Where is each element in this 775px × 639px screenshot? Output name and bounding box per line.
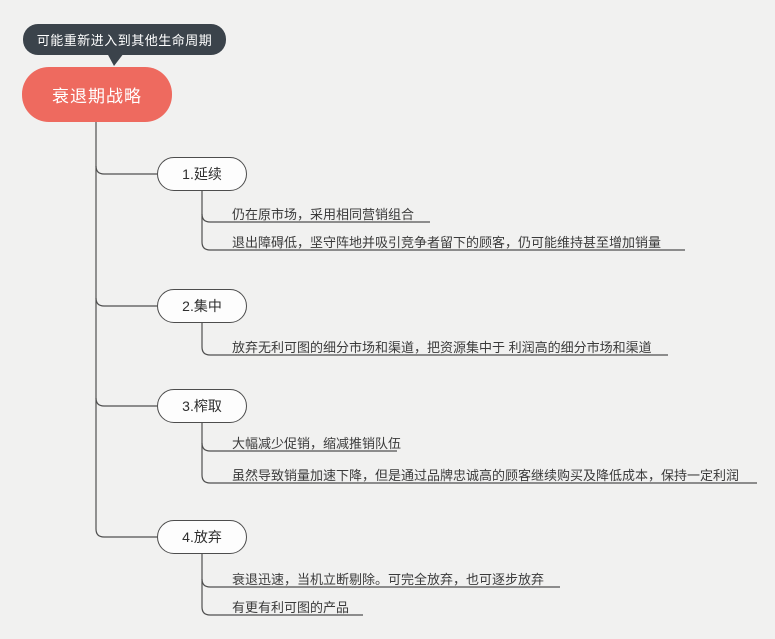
subtopic-4-2[interactable]: 有更有利可图的产品	[232, 600, 350, 615]
subtopic-4-1[interactable]: 衰退迅速，当机立断剔除。可完全放弃，也可逐步放弃	[232, 572, 545, 587]
branch-1-label: 1.延续	[182, 166, 222, 182]
branch-topic-2[interactable]: 2.集中	[157, 289, 247, 323]
subtopic-3-2[interactable]: 虽然导致销量加速下降，但是通过品牌忠诚高的顾客继续购买及降低成本，保持一定利润	[232, 468, 740, 483]
subtopic-2-1[interactable]: 放弃无利可图的细分市场和渠道，把资源集中于 利润高的细分市场和渠道	[232, 340, 652, 355]
branch-topic-3[interactable]: 3.榨取	[157, 389, 247, 423]
callout-tail	[107, 53, 124, 66]
root-topic[interactable]: 衰退期战略	[22, 67, 172, 122]
callout-topic[interactable]: 可能重新进入到其他生命周期	[23, 24, 226, 55]
branch-topic-1[interactable]: 1.延续	[157, 157, 247, 191]
branch-3-label: 3.榨取	[182, 398, 222, 414]
branch-topic-4[interactable]: 4.放弃	[157, 520, 247, 554]
root-label: 衰退期战略	[52, 87, 142, 106]
subtopic-1-1[interactable]: 仍在原市场，采用相同营销组合	[232, 207, 415, 222]
branch-2-label: 2.集中	[182, 298, 222, 314]
callout-label: 可能重新进入到其他生命周期	[36, 33, 213, 48]
subtopic-1-2[interactable]: 退出障碍低，坚守阵地并吸引竞争者留下的顾客，仍可能维持甚至增加销量	[232, 235, 662, 250]
subtopic-3-1[interactable]: 大幅减少促销，缩减推销队伍	[232, 436, 402, 451]
branch-4-label: 4.放弃	[182, 529, 222, 545]
